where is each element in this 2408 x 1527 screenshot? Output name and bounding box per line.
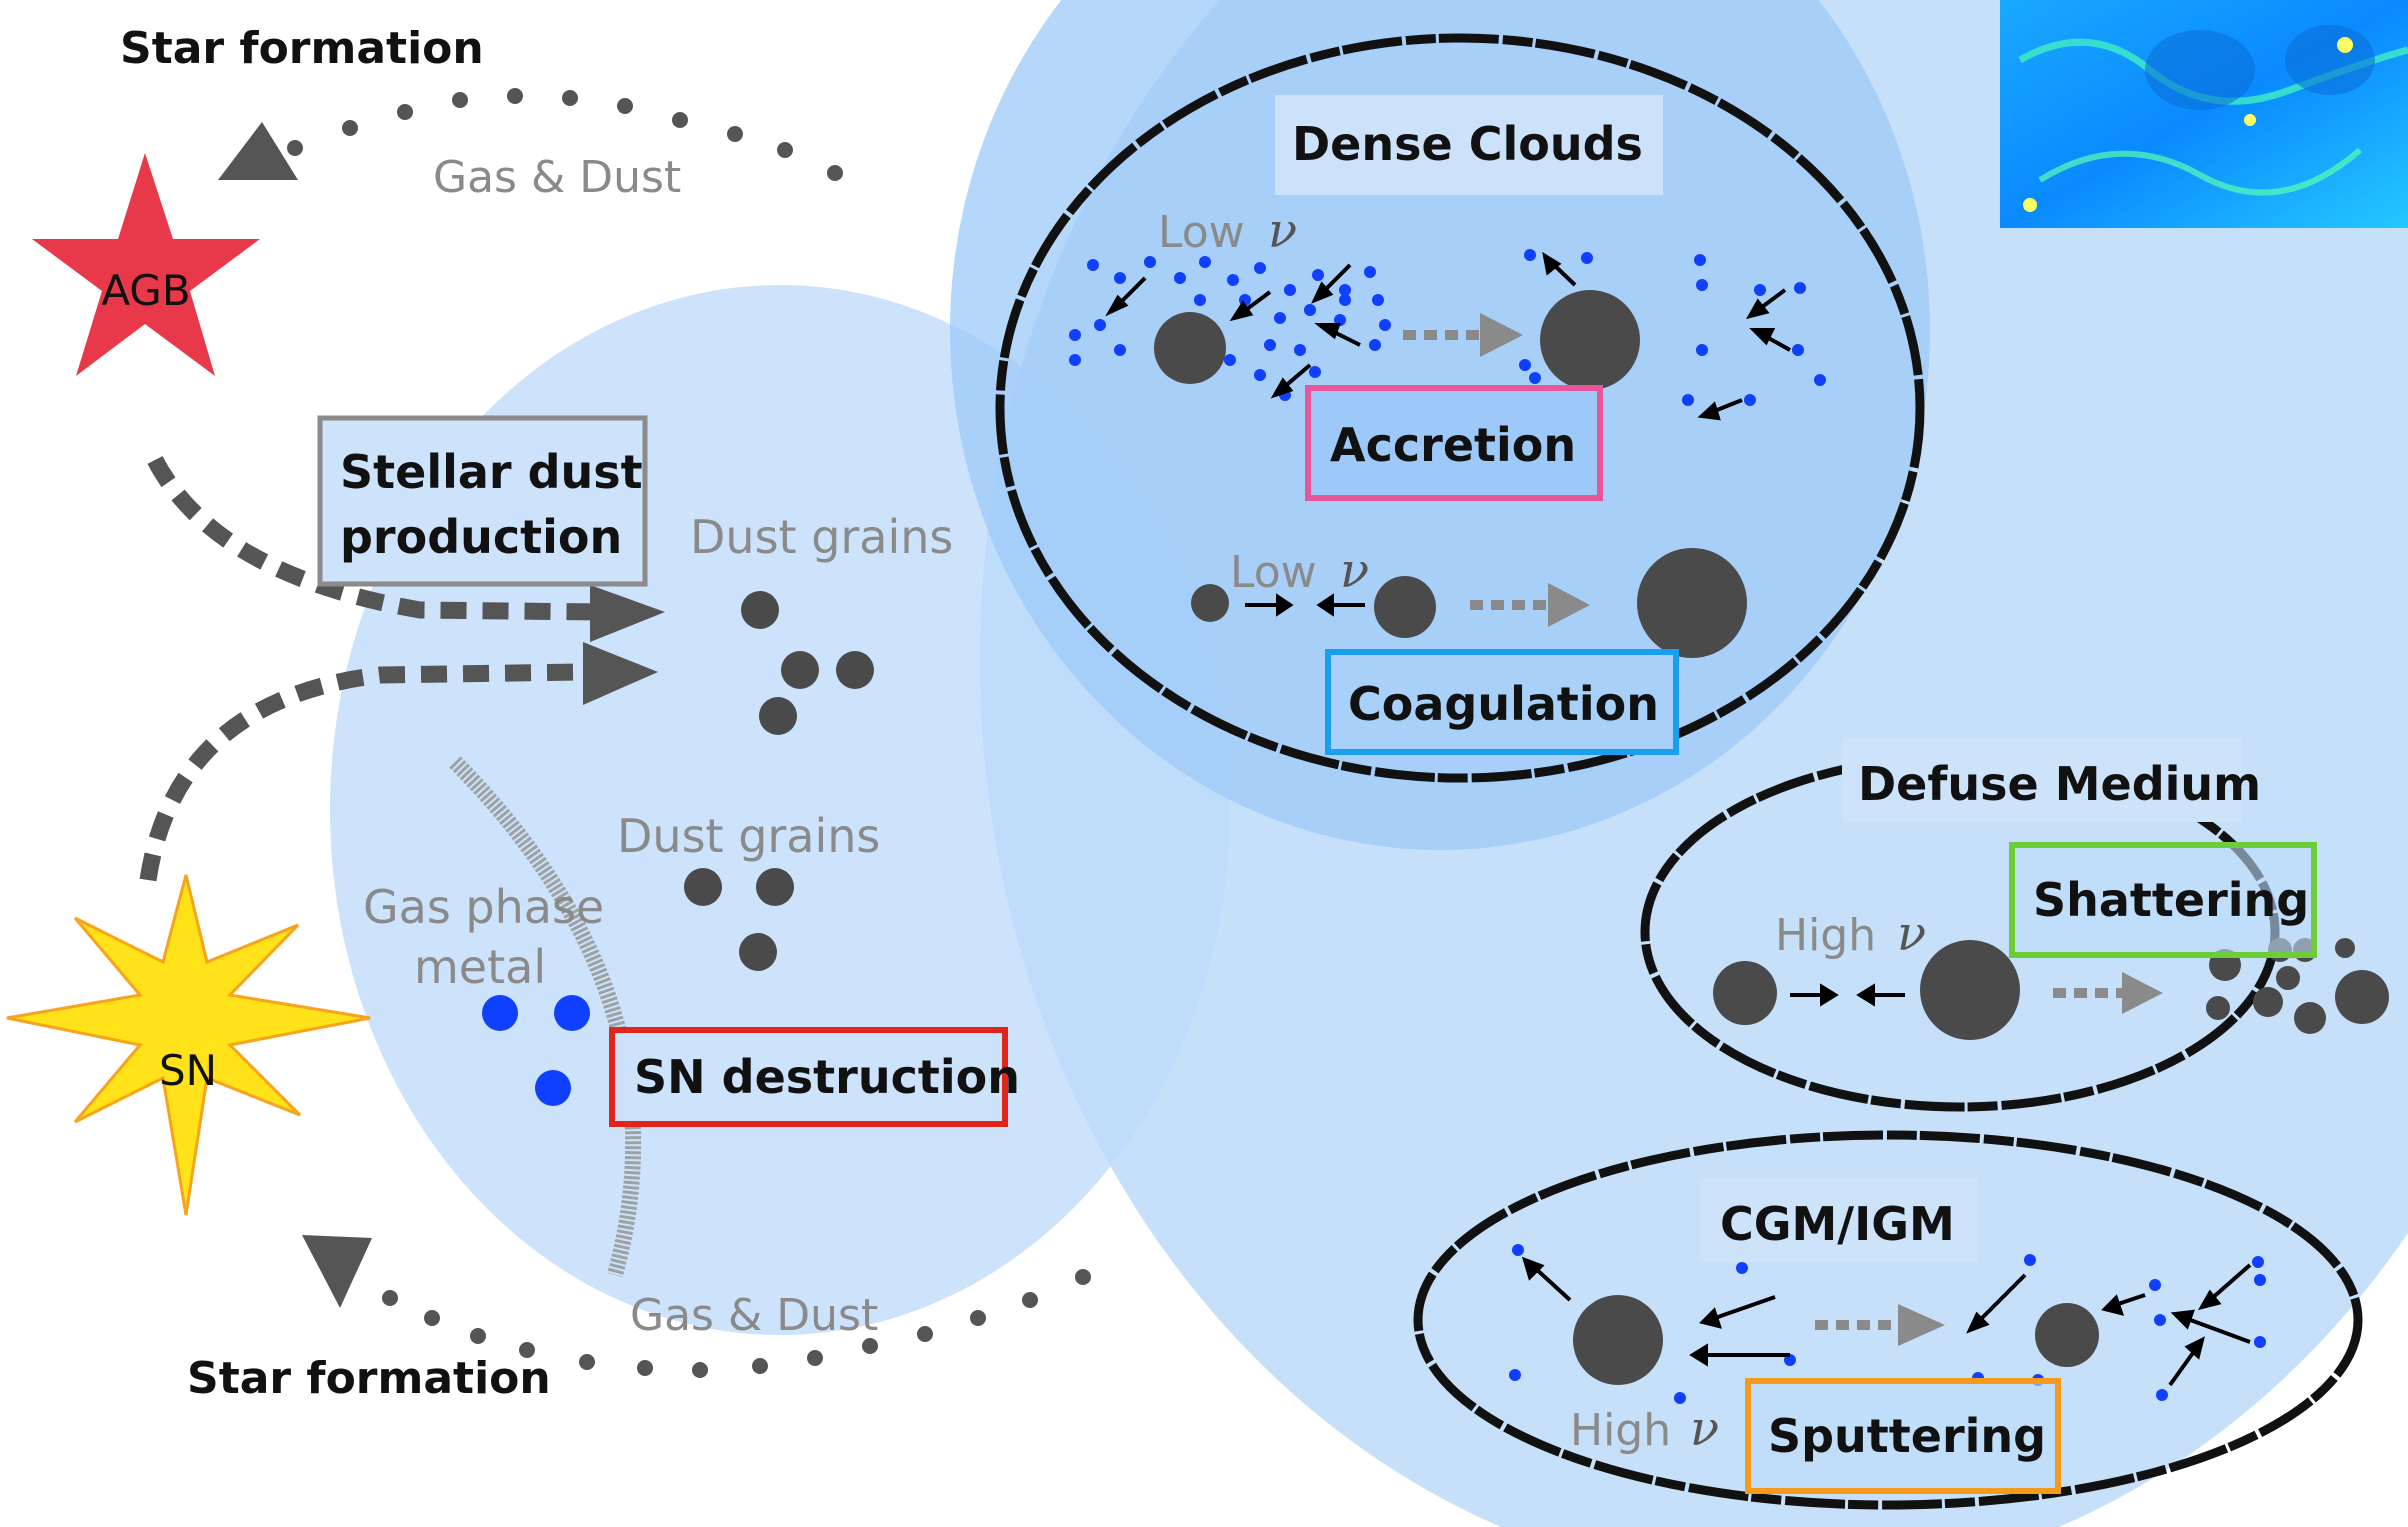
accretion-arrowhead: [1480, 313, 1523, 357]
sn-destruction-box: [609, 1027, 1008, 1127]
sputtering-box: [1745, 1378, 2061, 1494]
gas-phase-metal-atoms: [482, 995, 590, 1106]
sn-star-icon: [6, 874, 371, 1216]
arrowhead-star-formation-bottom: [302, 1235, 372, 1308]
arrowhead-agb-production: [590, 585, 665, 642]
accretion-arrows-right: [1542, 251, 1791, 421]
accretion-gas-atoms-left: [1069, 256, 1391, 401]
dust-grains-cluster-2: [684, 868, 794, 971]
sn-label: SN: [159, 1046, 217, 1095]
accretion-gas-atoms-right: [1519, 249, 1826, 406]
defuse-medium-title: Defuse Medium: [1858, 757, 2261, 811]
star-formation-top-label: Star formation: [120, 23, 484, 74]
sputtering-arrows: [1521, 1256, 2252, 1387]
stellar-dust-label-line2: production: [340, 510, 622, 564]
accretion-grain-large: [1540, 290, 1640, 390]
sputtering-label: Sputtering: [1768, 1409, 2046, 1463]
sn-production-path: [139, 663, 586, 882]
coagulation-box: [1325, 649, 1679, 755]
coagulation-grain-large: [1637, 548, 1747, 658]
star-formation-bottom-label: Star formation: [187, 1353, 551, 1404]
coagulation-arrowhead: [1548, 583, 1590, 627]
cgm-igm-boundary: [1413, 1130, 2363, 1510]
dust-grains-label-1: Dust grains: [690, 510, 953, 564]
arrowhead-sn-production: [583, 642, 658, 705]
coagulation-arrows: [1245, 593, 1365, 617]
nu-symbol-4: ν: [1690, 1401, 1719, 1457]
shattering-label: Shattering: [2033, 873, 2309, 927]
accretion-grain-small: [1154, 312, 1226, 384]
dense-clouds-boundary: [995, 33, 1925, 783]
agb-production-path: [147, 456, 601, 621]
shattering-arrowhead: [2122, 972, 2163, 1014]
coagulation-label: Coagulation: [1348, 677, 1659, 731]
gas-dust-bottom-label: Gas & Dust: [630, 1290, 878, 1341]
sputtering-arrowhead: [1898, 1304, 1945, 1346]
coagulation-grain-small-right: [1374, 576, 1436, 638]
coagulation-grain-small-left: [1191, 584, 1229, 622]
dense-clouds-title-bg: [1275, 95, 1663, 195]
stellar-dust-label-line1: Stellar dust: [340, 445, 643, 499]
defuse-medium-title-bg: [1842, 738, 2242, 822]
sn-shock-front: [449, 756, 642, 1278]
simulation-thumbnail: [2000, 0, 2408, 228]
shattering-arrows: [1790, 983, 1905, 1007]
high-v-label-2: High: [1570, 1405, 1671, 1456]
gas-phase-label-line2: metal: [414, 940, 546, 994]
star-formation-top-arc: [287, 88, 843, 181]
dense-clouds-title: Dense Clouds: [1292, 117, 1643, 171]
dust-grains-label-2: Dust grains: [617, 809, 880, 863]
shattering-grain-right: [1920, 940, 2020, 1040]
high-v-label-1: High: [1775, 910, 1876, 961]
cgm-igm-title: CGM/IGM: [1720, 1197, 1955, 1251]
sputtering-grain-right: [2035, 1303, 2099, 1367]
sputtering-gas-atoms: [1509, 1244, 2266, 1404]
stellar-dust-box: [317, 415, 648, 587]
gas-dust-top-label: Gas & Dust: [433, 152, 681, 203]
arrowhead-star-formation-top: [218, 122, 298, 180]
cgm-igm-title-bg: [1700, 1178, 1978, 1262]
gas-phase-label-line1: Gas phase: [363, 880, 604, 934]
low-v-label-2: Low: [1230, 547, 1317, 598]
shattering-box: [2009, 842, 2317, 958]
agb-label: AGB: [101, 266, 190, 315]
accretion-label: Accretion: [1330, 418, 1576, 472]
accretion-box: [1305, 385, 1603, 501]
dust-grains-cluster-1: [741, 591, 874, 735]
nu-symbol-3: ν: [1897, 906, 1926, 962]
shattering-grain-left: [1713, 961, 1777, 1025]
accretion-arrows-left: [1105, 263, 1361, 399]
agb-star-icon: [32, 153, 260, 376]
sputtering-grain-left: [1573, 1295, 1663, 1385]
star-formation-bottom-arc: [382, 1269, 1091, 1378]
sn-destruction-label: SN destruction: [634, 1050, 1020, 1104]
nu-symbol-2: ν: [1340, 543, 1369, 599]
nu-symbol-1: ν: [1268, 203, 1297, 259]
low-v-label-1: Low: [1158, 207, 1245, 258]
